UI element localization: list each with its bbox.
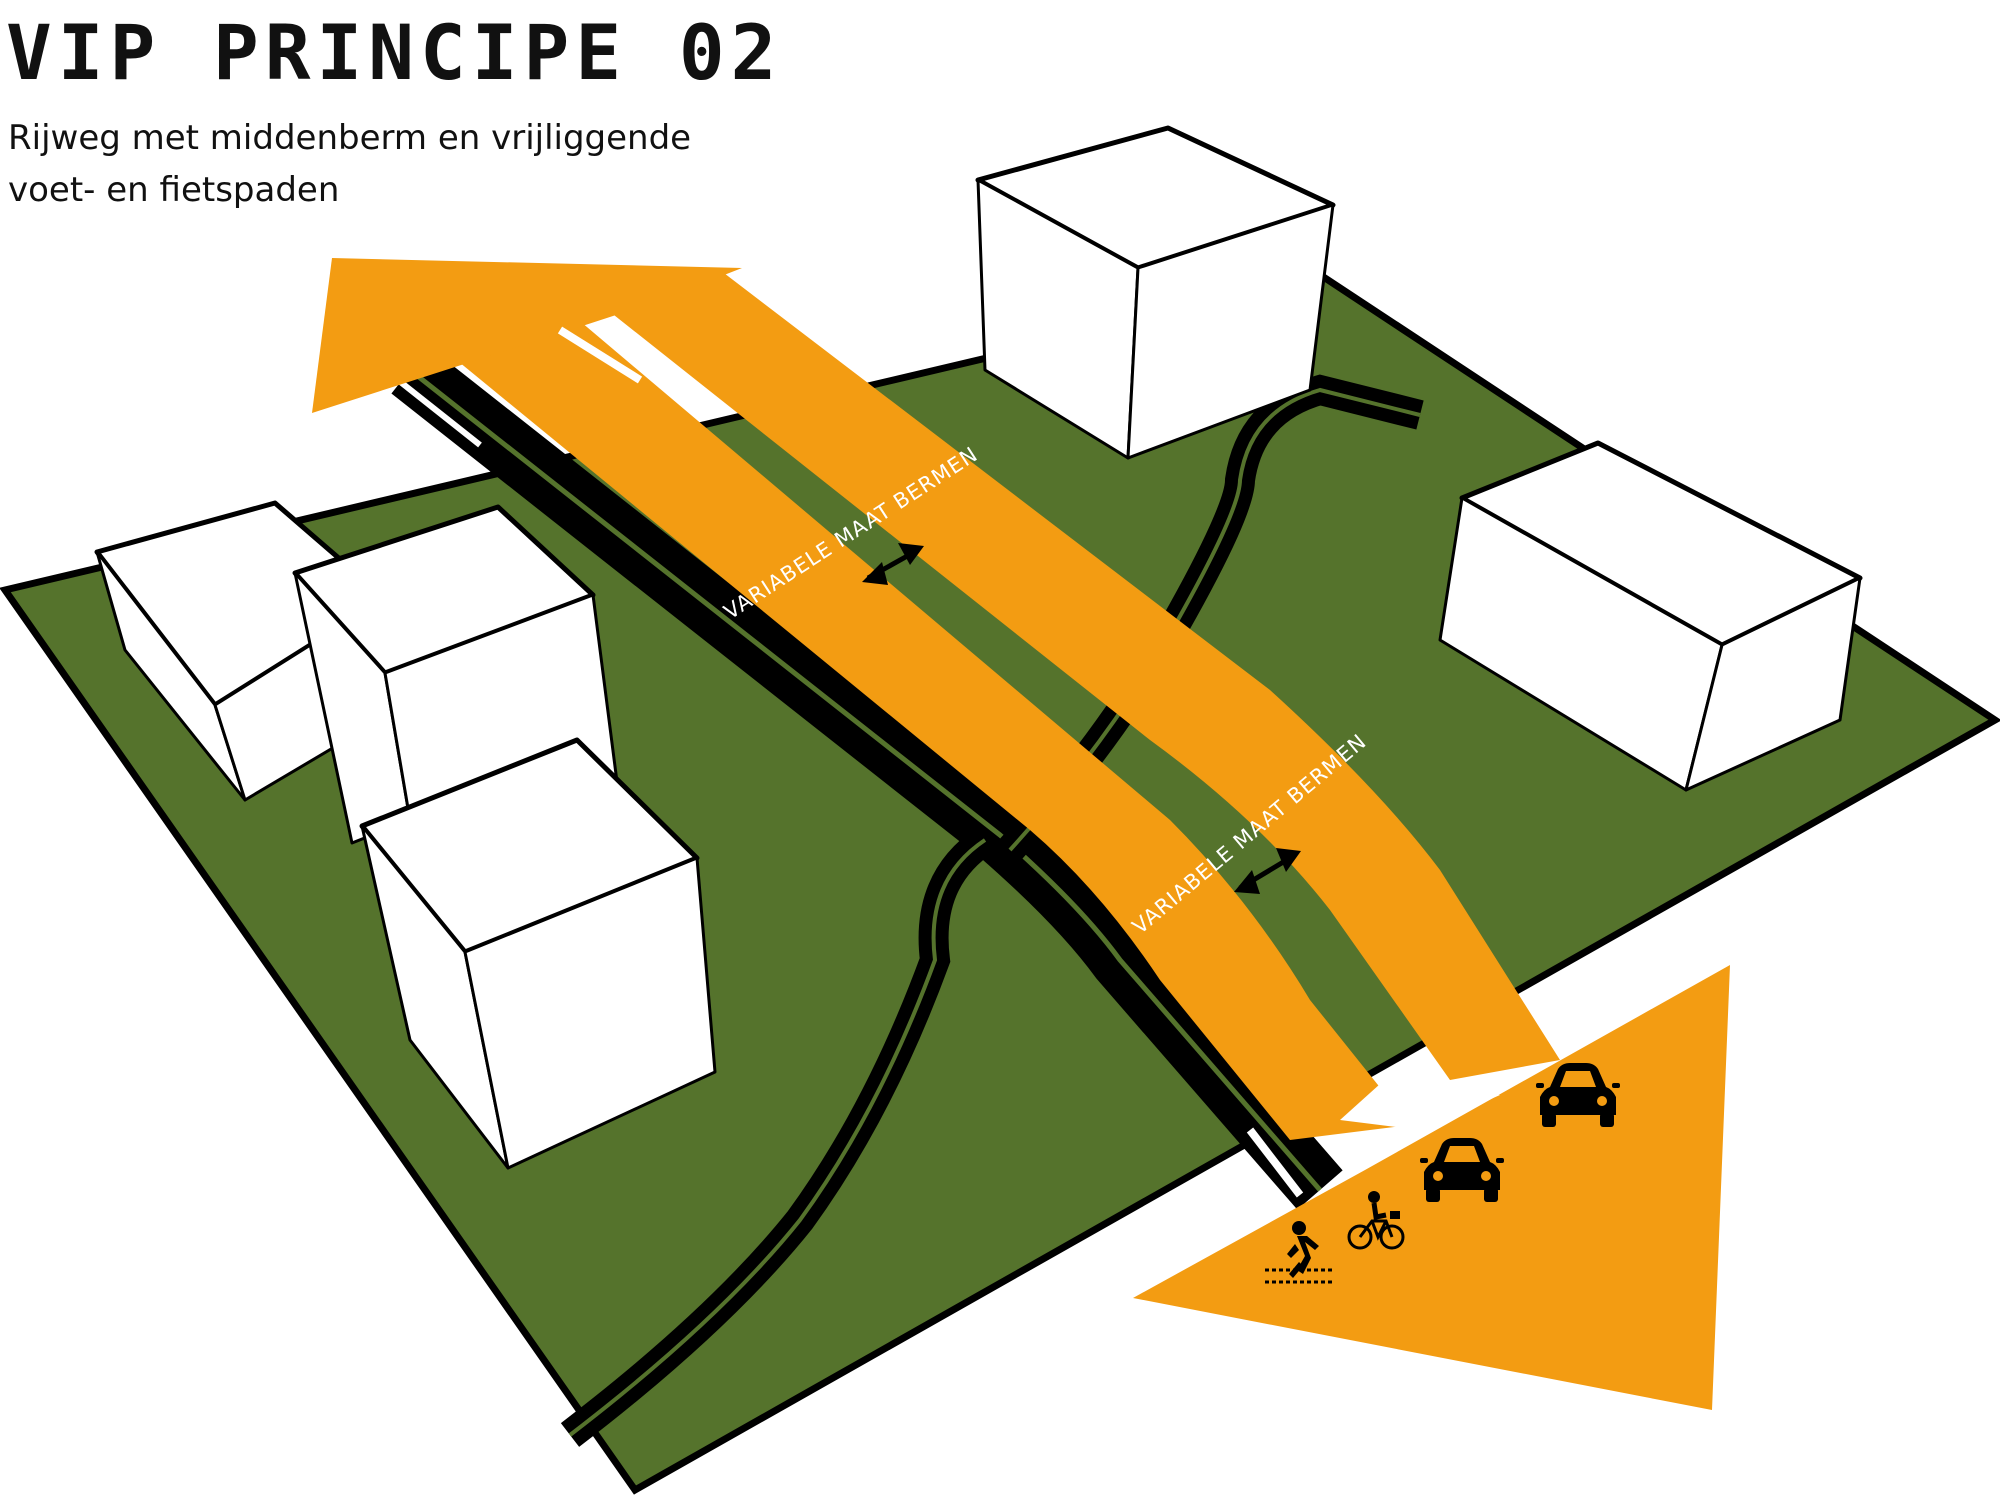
building-left-low bbox=[94, 500, 388, 802]
car-icon bbox=[1420, 1138, 1504, 1202]
building-right bbox=[1438, 440, 1863, 792]
subtitle-line-2: voet- en fietspaden bbox=[8, 170, 340, 210]
lane-divider-top bbox=[557, 326, 643, 384]
flow-arrow-band-lower bbox=[585, 270, 1560, 1080]
pedestrian-icon bbox=[1265, 1221, 1333, 1284]
buildings bbox=[94, 125, 1863, 1170]
subtitle-line-1: Rijweg met middenberm en vrijliggende bbox=[8, 118, 692, 158]
side-road-left bbox=[560, 827, 994, 1447]
page-title: VIP PRINCIPE 02 bbox=[6, 8, 783, 97]
car-icon bbox=[1536, 1063, 1620, 1127]
page-subtitle: Rijweg met middenberm en vrijliggende vo… bbox=[8, 112, 868, 216]
flow-arrowhead-top bbox=[312, 258, 742, 413]
building-front bbox=[359, 737, 717, 1170]
flow-arrow-band-upper bbox=[420, 300, 1410, 1140]
sidewalk-strips bbox=[396, 377, 1304, 1198]
bicycle-icon bbox=[1347, 1191, 1405, 1250]
lane-gap-bottom-1 bbox=[1340, 1075, 1500, 1130]
building-top bbox=[975, 125, 1336, 460]
